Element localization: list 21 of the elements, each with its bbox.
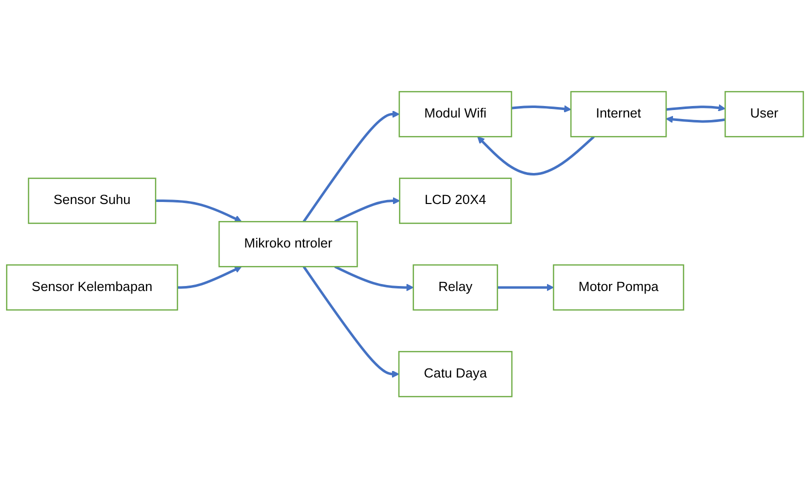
arrow (156, 199, 242, 222)
arrow (666, 104, 726, 112)
arrow (177, 266, 242, 289)
node-box: LCD 20X4 (399, 178, 512, 224)
arrow (334, 265, 414, 291)
node-box: Internet (570, 90, 667, 138)
arrow (477, 136, 595, 176)
node-box: User (724, 90, 804, 138)
node-box: Relay (412, 264, 498, 310)
arrow (497, 284, 554, 291)
arrow (334, 197, 400, 223)
node-box: Sensor Kelembapan (6, 264, 178, 310)
arrow (666, 116, 726, 123)
arrow (302, 110, 400, 222)
node-box: Mikroko ntroler (218, 220, 358, 268)
node-box: Sensor Suhu (28, 178, 156, 224)
node-box: Catu Daya (398, 350, 512, 398)
node-box: Modul Wifi (398, 90, 512, 138)
node-box: Motor Pompa (552, 264, 684, 310)
arrow (302, 266, 400, 378)
arrow (511, 105, 572, 112)
